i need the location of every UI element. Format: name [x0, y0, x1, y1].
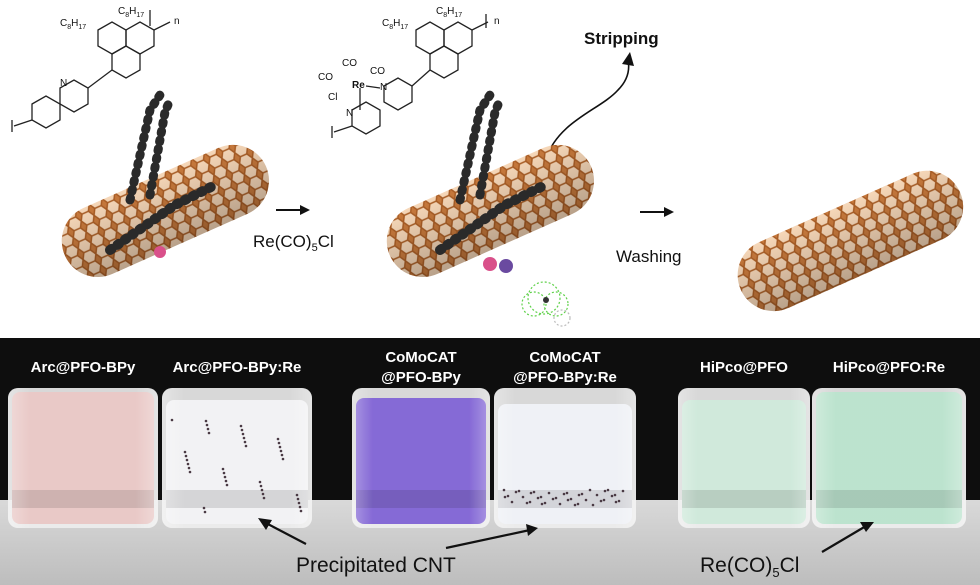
c8-label-a: C8H17 [60, 18, 86, 31]
vial-label: Arc@PFO-BPy [31, 359, 136, 376]
re-atom-label: Re [352, 80, 365, 91]
complex-n: n [494, 16, 500, 27]
complex-n2: N [346, 108, 353, 119]
vial-label: HiPco@PFO [700, 359, 788, 376]
vial-label: Arc@PFO-BPy:Re [173, 359, 302, 376]
reagent-label: Re(CO)5Cl [253, 232, 334, 254]
arrow-1 [276, 205, 310, 215]
pyridine-n-label: N [60, 78, 67, 89]
stripping-label: Stripping [584, 29, 659, 48]
complex-n1: N [380, 82, 387, 93]
nanotube-3 [737, 170, 964, 312]
vial-2: Arc@PFO-BPy:Re [162, 359, 312, 528]
co-label-1: CO [342, 58, 357, 69]
precipitated-cnt-label: Precipitated CNT [296, 554, 456, 577]
vial-1: Arc@PFO-BPy [8, 359, 158, 528]
re-complex-structure [331, 14, 489, 138]
vial-label-line2: @PFO-BPy:Re [513, 369, 617, 386]
vial-label-line2: @PFO-BPy [381, 369, 461, 386]
vial-label: CoMoCAT [529, 349, 600, 366]
stripping-arrow [545, 59, 630, 159]
c8-label-b: C8H17 [118, 6, 144, 19]
co-label-3: CO [370, 66, 385, 77]
washing-label: Washing [616, 247, 682, 266]
polymer-n-label: n [174, 16, 180, 27]
complex-c8-a: C8H17 [382, 18, 408, 31]
nanotube-2 [386, 90, 595, 327]
scheme: C8H17 C8H17 n N Re(CO)5Cl [11, 6, 964, 327]
pfo-bpy-structure [11, 10, 171, 132]
re-complex-cloud [521, 281, 571, 327]
vial-photo: Arc@PFO-BPy Arc@PFO-BPy:Re CoMoCAT @PFO-BPy… [0, 338, 980, 585]
vial-row: Arc@PFO-BPy Arc@PFO-BPy:Re CoMoCAT @PFO-BPy… [8, 349, 966, 528]
callout-precipitated: Precipitated CNT [258, 518, 538, 577]
complex-c8-b: C8H17 [436, 6, 462, 19]
vial-4: CoMoCAT @PFO-BPy:Re [494, 349, 636, 528]
arrow-2 [640, 207, 674, 217]
cl-atom-label: Cl [328, 92, 337, 103]
vial-6: HiPco@PFO:Re [812, 359, 966, 528]
vial-label: HiPco@PFO:Re [833, 359, 945, 376]
vial-3: CoMoCAT @PFO-BPy [352, 349, 490, 528]
reco-label: Re(CO)5Cl [700, 554, 799, 580]
co-label-2: CO [318, 72, 333, 83]
vial-label: CoMoCAT [385, 349, 456, 366]
nanotube-1 [61, 90, 270, 278]
callout-reco: Re(CO)5Cl [700, 522, 874, 580]
vial-5: HiPco@PFO [678, 359, 810, 528]
